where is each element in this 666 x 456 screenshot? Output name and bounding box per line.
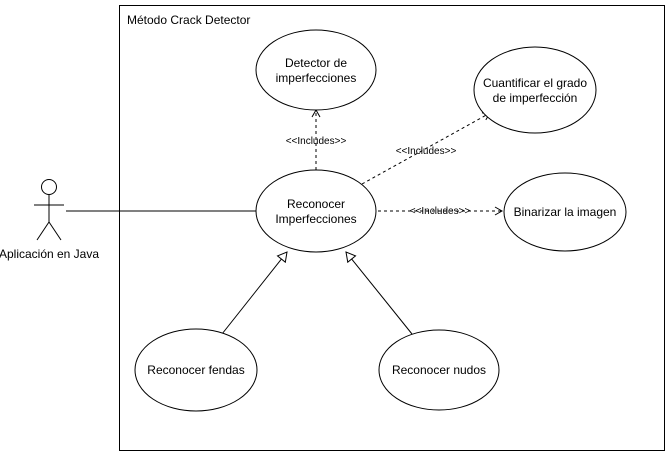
actor-label: Aplicación en Java: [0, 247, 99, 261]
system-title: Método Crack Detector: [127, 13, 250, 27]
include-label-cuantificar: <<Includes>>: [396, 146, 457, 157]
use-case-reconocer-line1: Reconocer: [287, 197, 345, 211]
use-case-cuantificar-line2: de imperfección: [493, 91, 578, 105]
include-edge-cuantificar: [361, 112, 491, 185]
generalization-nudos: [345, 251, 413, 335]
actor-head: [41, 179, 57, 195]
include-label-detector: <<Includes>>: [286, 136, 347, 147]
use-case-detector-line2: imperfecciones: [276, 71, 357, 85]
use-case-cuantificar: Cuantificar el grado de imperfección: [473, 46, 597, 134]
use-case-reconocer-fendas: Reconocer fendas: [134, 328, 258, 412]
use-case-reconocer-line2: Imperfecciones: [275, 212, 356, 226]
use-case-nudos-line1: Reconocer nudos: [392, 363, 486, 377]
use-case-cuantificar-line1: Cuantificar el grado: [483, 76, 587, 90]
include-label-binarizar: <<Includes>>: [410, 206, 471, 217]
use-case-detector-line1: Detector de: [285, 56, 347, 70]
actor-left-leg: [36, 221, 50, 241]
generalization-fendas: [221, 251, 288, 335]
use-case-detector-imperfecciones: Detector de imperfecciones: [255, 29, 377, 111]
use-case-binarizar: Binarizar la imagen: [503, 172, 627, 252]
actor-right-leg: [48, 221, 62, 241]
actor-aplicacion-java: [34, 179, 64, 241]
use-case-reconocer-imperfecciones: Reconocer Imperfecciones: [255, 169, 377, 253]
use-case-reconocer-nudos: Reconocer nudos: [378, 329, 500, 411]
use-case-binarizar-line1: Binarizar la imagen: [514, 205, 617, 219]
use-case-fendas-line1: Reconocer fendas: [147, 363, 244, 377]
